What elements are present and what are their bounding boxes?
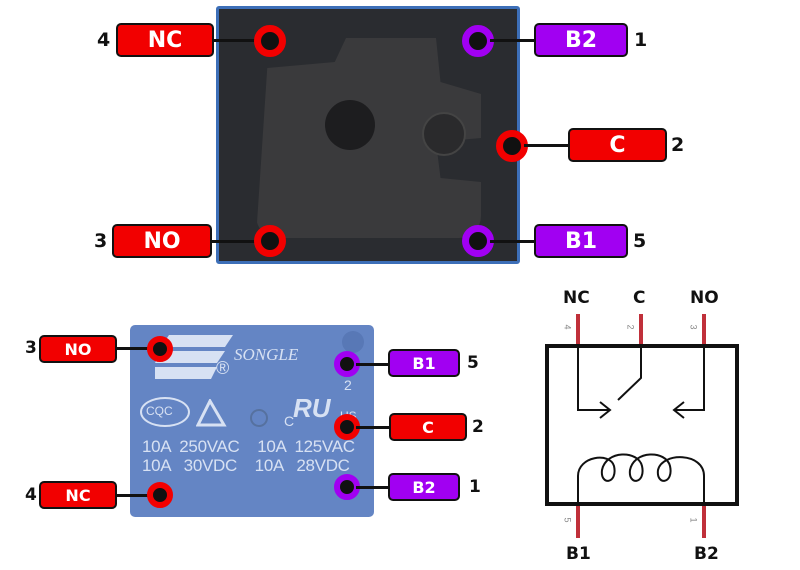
pin-number: 4: [97, 29, 111, 51]
schematic-label-b1: B1: [566, 544, 591, 564]
schematic-label-c: C: [633, 288, 646, 308]
leader-line: [490, 39, 536, 42]
pin-number: 3: [25, 338, 37, 358]
pin-number: 2: [671, 134, 685, 156]
pin-label-c: C: [568, 128, 667, 162]
no-arrow-icon: [672, 401, 685, 419]
relay-schematic: [545, 314, 739, 538]
pin-label-c: C: [389, 413, 467, 441]
no-contact: [674, 346, 705, 411]
schematic-pin-number: 3: [688, 324, 699, 330]
pin-number: 1: [469, 477, 481, 497]
relay-corner-hole: [342, 331, 364, 353]
nc-contact: [577, 346, 610, 411]
schematic-pin-number: 4: [562, 324, 573, 330]
pin-dot-no: [147, 336, 173, 362]
pin-label-no: NO: [39, 335, 117, 363]
leader-line: [490, 240, 536, 243]
pin-label-no: NO: [112, 224, 212, 258]
leader-line: [356, 486, 390, 489]
leader-line: [214, 39, 264, 42]
songle-logo-icon: [155, 335, 233, 379]
cqc-text: CQC: [146, 404, 173, 418]
leader-line: [356, 363, 390, 366]
coil-icon: [577, 453, 705, 504]
leader-line: [212, 240, 264, 243]
schematic-label-nc: NC: [563, 288, 590, 308]
relay-center-hole: [250, 409, 268, 427]
pin-number: 5: [467, 353, 479, 373]
pin-number: 4: [25, 485, 37, 505]
pin-dot-no: [254, 225, 286, 257]
leader-line: [524, 144, 570, 147]
pin-label-b2: B2: [534, 23, 628, 57]
ul-prefix: C: [284, 413, 295, 429]
cqc-logo-icon: [140, 397, 190, 427]
leader-line: [117, 347, 153, 350]
pin-label-nc: NC: [39, 481, 117, 509]
ul-number: 2: [344, 377, 352, 393]
pin-label-b2: B2: [388, 473, 460, 501]
schematic-pin-number: 2: [625, 324, 636, 330]
pin-dot-b1: [334, 351, 360, 377]
pin-number: 3: [94, 230, 108, 252]
ul-mark-icon: RU: [293, 393, 331, 423]
pin-number: 1: [634, 29, 648, 51]
cert-triangle-icon: [196, 399, 227, 427]
relay-top-view: SONGLE ® CQC C RU 2 US 10A 250VAC 10A 12…: [130, 325, 374, 517]
schematic-pin-number: 5: [562, 517, 573, 523]
rating-line-2: 10A 30VDC 10A 28VDC: [142, 456, 350, 475]
relay-screw: [422, 112, 466, 156]
pin-number: 5: [633, 230, 647, 252]
leader-line: [356, 426, 390, 429]
pin-label-b1: B1: [534, 224, 628, 258]
registered-mark: ®: [216, 358, 230, 378]
schematic-label-no: NO: [690, 288, 719, 308]
schematic-pin-number: 1: [688, 517, 699, 523]
brand-name: SONGLE: [234, 345, 299, 364]
relay-center-bump: [325, 100, 375, 150]
pin-dot-nc: [254, 25, 286, 57]
pin-number: 2: [472, 417, 484, 437]
pin-dot-nc: [147, 482, 173, 508]
pin-label-nc: NC: [116, 23, 214, 57]
nc-arrow-icon: [599, 401, 612, 419]
rating-line-1: 10A 250VAC 10A 125VAC: [142, 437, 355, 456]
leader-line: [117, 494, 153, 497]
common-switch: [617, 346, 642, 401]
schematic-label-b2: B2: [694, 544, 719, 564]
pin-label-b1: B1: [388, 349, 460, 377]
